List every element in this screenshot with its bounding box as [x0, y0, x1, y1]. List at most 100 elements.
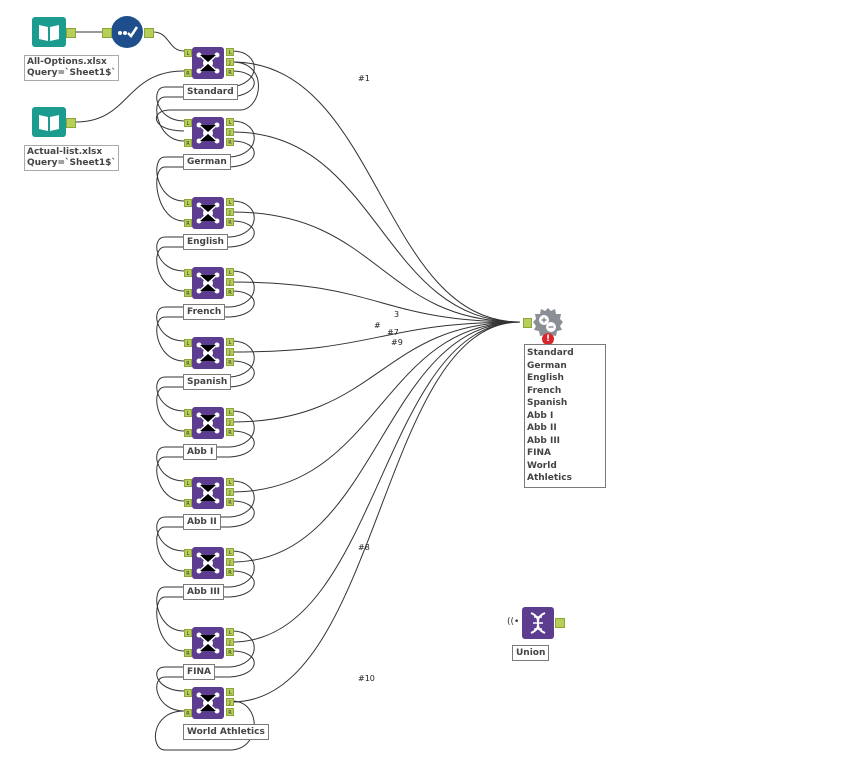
join-right-input-anchor[interactable]: R	[184, 429, 192, 437]
connection-wire[interactable]	[231, 321, 521, 353]
join-right-output-anchor[interactable]: R	[226, 288, 234, 296]
join-left-output-anchor[interactable]: L	[226, 548, 234, 556]
join-tool[interactable]	[192, 267, 224, 299]
join-label: FINA	[183, 664, 215, 680]
join-icon	[196, 552, 220, 574]
join-left-input-anchor[interactable]: L	[184, 199, 192, 207]
connection-wire[interactable]	[231, 321, 521, 643]
output-anchor[interactable]	[66, 28, 76, 38]
join-join-output-anchor[interactable]: J	[226, 418, 234, 426]
output-anchor[interactable]	[66, 118, 76, 128]
connection-wire[interactable]	[156, 270, 255, 342]
connection-wire[interactable]	[156, 480, 255, 552]
connection-wire[interactable]	[231, 211, 521, 323]
join-right-input-anchor[interactable]: R	[184, 359, 192, 367]
join-right-output-anchor[interactable]: R	[226, 498, 234, 506]
join-left-output-anchor[interactable]: L	[226, 478, 234, 486]
join-join-output-anchor[interactable]: J	[226, 278, 234, 286]
join-right-output-anchor[interactable]: R	[226, 358, 234, 366]
join-join-output-anchor[interactable]: J	[226, 348, 234, 356]
join-join-output-anchor[interactable]: J	[226, 488, 234, 496]
join-right-input-anchor[interactable]: R	[184, 499, 192, 507]
join-join-output-anchor[interactable]: J	[226, 558, 234, 566]
input-tool-all-options[interactable]	[32, 17, 66, 47]
connection-wire[interactable]	[154, 700, 255, 751]
join-right-output-anchor[interactable]: R	[226, 218, 234, 226]
join-right-output-anchor[interactable]: R	[226, 138, 234, 146]
connection-wire[interactable]	[75, 70, 185, 123]
join-right-output-anchor[interactable]: R	[226, 648, 234, 656]
connection-wire[interactable]	[231, 281, 521, 323]
select-tool[interactable]	[111, 16, 143, 48]
join-left-input-anchor[interactable]: L	[184, 49, 192, 57]
join-left-output-anchor[interactable]: L	[226, 48, 234, 56]
connection-wire[interactable]	[231, 61, 521, 323]
join-left-input-anchor[interactable]: L	[184, 689, 192, 697]
join-label: German	[183, 154, 231, 170]
select-output-anchor[interactable]	[144, 28, 154, 38]
join-label: Standard	[183, 84, 238, 100]
join-join-output-anchor[interactable]: J	[226, 698, 234, 706]
join-left-input-anchor[interactable]: L	[184, 549, 192, 557]
join-join-output-anchor[interactable]: J	[226, 58, 234, 66]
join-right-input-anchor[interactable]: R	[184, 219, 192, 227]
join-left-output-anchor[interactable]: L	[226, 628, 234, 636]
join-tool[interactable]	[192, 547, 224, 579]
join-left-input-anchor[interactable]: L	[184, 269, 192, 277]
connection-wire[interactable]	[231, 131, 521, 323]
join-left-input-anchor[interactable]: L	[184, 629, 192, 637]
join-tool[interactable]	[192, 477, 224, 509]
join-join-output-anchor[interactable]: J	[226, 128, 234, 136]
join-tool[interactable]	[192, 687, 224, 719]
connection-wire[interactable]	[156, 410, 255, 482]
join-left-output-anchor[interactable]: L	[226, 198, 234, 206]
connection-wire[interactable]	[231, 321, 521, 423]
join-join-output-anchor[interactable]: J	[226, 638, 234, 646]
input-query: Query=`Sheet1$`	[27, 68, 116, 78]
join-tool[interactable]	[192, 407, 224, 439]
join-left-output-anchor[interactable]: L	[226, 268, 234, 276]
join-right-input-anchor[interactable]: R	[184, 289, 192, 297]
join-right-input-anchor[interactable]: R	[184, 139, 192, 147]
join-right-input-anchor[interactable]: R	[184, 69, 192, 77]
input-anchor-icon: ((•	[507, 617, 520, 627]
loose-output-anchor[interactable]	[555, 618, 565, 628]
loose-tool-label: Union	[512, 645, 550, 661]
join-left-input-anchor[interactable]: L	[184, 479, 192, 487]
join-tool[interactable]	[192, 627, 224, 659]
connection-label: 3	[394, 310, 400, 319]
join-right-output-anchor[interactable]: R	[226, 428, 234, 436]
connection-wire[interactable]	[155, 61, 259, 132]
union-tool[interactable]	[532, 307, 564, 339]
join-left-input-anchor[interactable]: L	[184, 339, 192, 347]
connection-wire[interactable]	[231, 321, 521, 493]
connection-wire[interactable]	[231, 321, 521, 563]
connection-wire[interactable]	[231, 321, 521, 703]
join-tool[interactable]	[192, 337, 224, 369]
join-tool[interactable]	[192, 117, 224, 149]
join-left-output-anchor[interactable]: L	[226, 688, 234, 696]
join-right-output-anchor[interactable]: R	[226, 568, 234, 576]
input-tool-actual-list[interactable]	[32, 107, 66, 137]
union-input-anchor[interactable]	[523, 318, 532, 328]
join-left-input-anchor[interactable]: L	[184, 409, 192, 417]
join-right-output-anchor[interactable]: R	[226, 68, 234, 76]
join-left-output-anchor[interactable]: L	[226, 338, 234, 346]
join-tool[interactable]	[192, 47, 224, 79]
join-join-output-anchor[interactable]: J	[226, 208, 234, 216]
select-input-anchor[interactable]	[102, 28, 112, 38]
join-right-output-anchor[interactable]: R	[226, 708, 234, 716]
connection-wire[interactable]	[152, 31, 185, 52]
join-tool[interactable]	[192, 197, 224, 229]
connection-wire[interactable]	[156, 630, 255, 692]
join-right-input-anchor[interactable]: R	[184, 569, 192, 577]
connection-wire[interactable]	[156, 200, 255, 272]
join-right-input-anchor[interactable]: R	[184, 709, 192, 717]
loose-tool[interactable]	[522, 607, 554, 639]
join-left-input-anchor[interactable]: L	[184, 119, 192, 127]
join-left-output-anchor[interactable]: L	[226, 118, 234, 126]
join-right-input-anchor[interactable]: R	[184, 649, 192, 657]
connection-wire[interactable]	[156, 650, 255, 712]
join-left-output-anchor[interactable]: L	[226, 408, 234, 416]
